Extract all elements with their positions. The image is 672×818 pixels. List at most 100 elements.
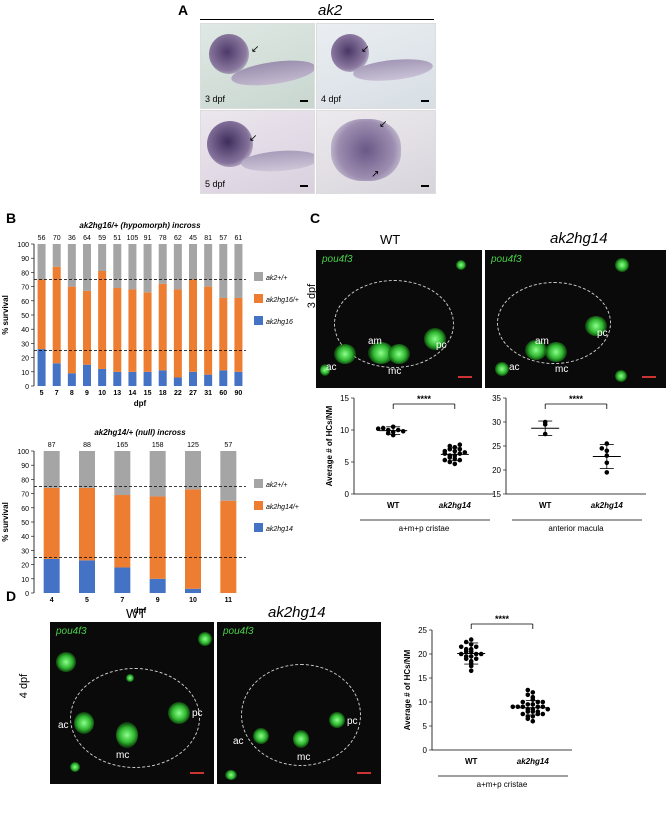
chart-title: ak2hg16/+ (hypomorph) incross: [79, 222, 201, 230]
bar-segment: [173, 289, 182, 378]
data-point: [447, 443, 453, 449]
stage-label: 5 dpf: [205, 179, 226, 189]
count-label: 91: [144, 235, 152, 242]
data-point: [540, 699, 546, 705]
y-tick-label: 35: [492, 394, 501, 403]
bar-segment: [173, 377, 182, 386]
legend-swatch: [254, 501, 263, 510]
bar-segment: [204, 374, 213, 386]
y-tick-label: 5: [345, 458, 350, 467]
gene-label: pou4f3: [491, 254, 522, 265]
count-label: 125: [187, 442, 199, 449]
y-tick-label: 20: [418, 650, 427, 659]
x-tick-label: 13: [113, 390, 121, 397]
legend-swatch: [254, 272, 263, 281]
x-axis-label: dpf: [134, 606, 147, 615]
x-tick-label: 7: [120, 597, 124, 604]
panel-c-mutant-micrograph: pou4f3 ac am mc pc: [485, 250, 666, 388]
y-tick-label: 15: [418, 674, 427, 683]
y-tick-label: 10: [418, 698, 427, 707]
chart-title: ak2hg14/+ (null) incross: [94, 428, 186, 437]
x-tick-label: ak2hg14: [517, 757, 550, 766]
bar-segment: [128, 244, 137, 290]
x-tick-label: 5: [85, 597, 89, 604]
data-point: [535, 709, 541, 714]
x-axis-label: dpf: [134, 399, 147, 408]
x-tick-label: 11: [225, 597, 233, 604]
label-ac: ac: [58, 720, 69, 731]
x-tick-label: 22: [174, 390, 182, 397]
data-point: [375, 426, 381, 432]
y-tick-label: 20: [21, 563, 29, 570]
data-point: [540, 704, 546, 710]
bar-segment: [52, 363, 61, 386]
x-tick-label: 10: [189, 597, 197, 604]
x-tick-label: WT: [387, 501, 400, 510]
count-label: 57: [219, 235, 227, 242]
x-tick-label: 14: [129, 390, 137, 397]
bar-segment: [149, 578, 166, 593]
legend-label: ak2hg14/+: [266, 504, 299, 511]
panel-d-mutant-title: ak2hg14: [268, 604, 326, 621]
scale-bar: [190, 772, 204, 774]
label-mc: mc: [297, 752, 311, 763]
bar-segment: [43, 558, 60, 593]
y-tick-label: 60: [21, 506, 29, 513]
significance-label: ****: [417, 394, 432, 404]
label-mc: mc: [388, 366, 402, 377]
data-point: [468, 668, 474, 674]
bar-segment: [185, 588, 201, 593]
data-point: [535, 704, 541, 710]
bar-segment: [185, 451, 201, 490]
bar-segment: [128, 289, 137, 372]
embryo-5dpf-image: ↙ 5 dpf: [200, 110, 315, 194]
x-tick-label: 60: [219, 390, 227, 397]
bar-segment: [158, 244, 167, 284]
bar-segment: [219, 244, 228, 298]
data-point: [452, 444, 458, 450]
bar-segment: [173, 244, 182, 290]
label-ac: ac: [326, 362, 337, 373]
bar-segment: [143, 244, 152, 293]
bar-segment: [83, 290, 91, 365]
embryo-3dpf-image: ↙ 3 dpf: [200, 23, 315, 109]
panel-a-title-rule: [200, 19, 434, 20]
bar-segment: [143, 292, 152, 372]
data-point: [520, 699, 526, 705]
bar-segment: [185, 489, 201, 589]
bar-segment: [143, 371, 152, 386]
data-point: [380, 425, 386, 431]
y-tick-label: 10: [21, 370, 29, 377]
data-point: [530, 694, 536, 700]
group-label: anterior macula: [548, 524, 604, 533]
label-pc: pc: [347, 716, 358, 727]
data-point: [525, 702, 531, 707]
y-tick-label: 10: [21, 577, 29, 584]
y-tick-label: 50: [21, 313, 29, 320]
y-tick-label: 40: [21, 327, 29, 334]
bar-segment: [149, 496, 166, 579]
bar-segment: [37, 349, 46, 386]
label-pc: pc: [192, 708, 203, 719]
scale-bar: [300, 100, 308, 102]
y-axis-label: % survival: [1, 295, 10, 335]
gene-label: pou4f3: [322, 254, 353, 265]
bar-segment: [220, 500, 237, 593]
bar-segment: [189, 371, 197, 386]
count-label: 56: [38, 235, 46, 242]
bar-segment: [67, 244, 76, 287]
y-tick-label: 0: [345, 490, 350, 499]
bar-segment: [219, 370, 228, 386]
x-tick-label: 18: [159, 390, 167, 397]
y-tick-label: 30: [21, 548, 29, 555]
bar-segment: [52, 266, 61, 364]
data-point: [520, 704, 526, 710]
data-point: [390, 432, 396, 438]
data-point: [463, 639, 469, 645]
data-point: [520, 711, 526, 717]
count-label: 158: [152, 442, 164, 449]
y-tick-label: 70: [21, 285, 29, 292]
data-point: [400, 428, 406, 434]
